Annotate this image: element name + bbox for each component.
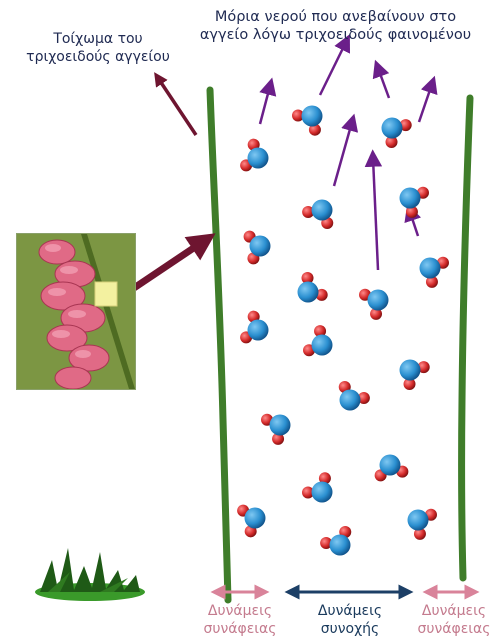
rise-arrow <box>373 158 378 270</box>
oxygen-atom <box>312 335 333 356</box>
water-molecule <box>302 472 332 502</box>
water-molecule <box>240 139 268 172</box>
oxygen-atom <box>368 290 389 311</box>
rise-arrow <box>320 42 346 95</box>
adhesion-left-label: Δυνάμεις συνάφειας <box>196 602 284 638</box>
water-molecule <box>339 381 370 410</box>
water-molecule <box>359 289 388 320</box>
rise-arrow <box>419 84 432 122</box>
rising-molecules-caption: Μόρια νερού που ανεβαίνουν στο αγγείο λό… <box>168 8 503 44</box>
oxygen-atom <box>248 148 269 169</box>
oxygen-atom <box>340 390 361 411</box>
wall-caption-line-1: Τοίχωμα του <box>16 30 180 48</box>
water-molecule <box>298 272 328 302</box>
left-wall <box>210 90 228 600</box>
wall-caption-line-2: τριχοειδούς αγγείου <box>16 48 180 66</box>
oxygen-atom <box>250 236 271 257</box>
water-molecule <box>320 526 351 555</box>
grass-icon <box>35 548 145 601</box>
water-molecule <box>240 311 268 344</box>
oxygen-atom <box>312 200 333 221</box>
water-molecule <box>375 455 409 482</box>
water-molecule <box>302 200 333 229</box>
magnify-arrow <box>128 241 204 292</box>
oxygen-atom <box>302 106 323 127</box>
oxygen-atom <box>270 415 291 436</box>
wall-caption: Τοίχωμα του τριχοειδούς αγγείου <box>16 30 180 66</box>
cohesion-label: Δυνάμεις συνοχής <box>300 602 400 638</box>
water-molecule <box>261 414 290 445</box>
oxygen-atom <box>298 282 319 303</box>
caption-line-1: Μόρια νερού που ανεβαίνουν στο <box>168 8 503 26</box>
wall-pointer-arrow <box>158 78 196 135</box>
caption-line-2: αγγείο λόγω τριχοειδούς φαινομένου <box>168 26 503 44</box>
water-molecules <box>237 106 449 556</box>
oxygen-atom <box>245 508 266 529</box>
oxygen-atom <box>382 118 403 139</box>
oxygen-atom <box>408 510 429 531</box>
oxygen-atom <box>248 320 269 341</box>
water-molecule <box>400 187 429 218</box>
water-molecule <box>292 106 322 136</box>
oxygen-atom <box>400 360 421 381</box>
oxygen-atom <box>400 188 421 209</box>
right-wall <box>462 98 470 578</box>
water-molecule <box>408 509 437 540</box>
adhesion-right-label: Δυνάμεις συνάφειας <box>410 602 498 638</box>
rise-arrow <box>378 68 389 98</box>
water-molecule <box>400 360 430 390</box>
oxygen-atom <box>380 455 401 476</box>
oxygen-atom <box>420 258 441 279</box>
rise-arrow <box>334 122 352 186</box>
water-molecule <box>382 118 412 148</box>
plant-photo <box>16 233 136 390</box>
water-molecule <box>303 325 332 356</box>
oxygen-atom <box>330 535 351 556</box>
water-molecule <box>237 505 265 538</box>
water-molecule <box>244 231 271 265</box>
rise-arrow <box>260 86 270 124</box>
water-molecule <box>420 257 449 288</box>
oxygen-atom <box>312 482 333 503</box>
